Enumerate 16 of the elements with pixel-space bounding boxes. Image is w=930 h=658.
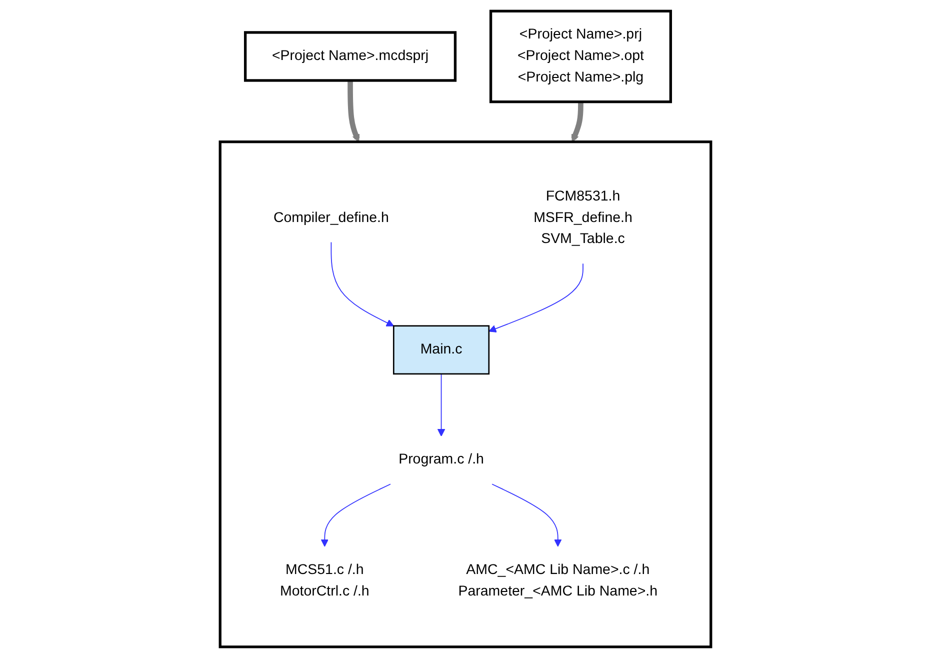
arrow xyxy=(347,80,360,142)
cluster xyxy=(218,140,712,648)
arrow xyxy=(488,263,583,332)
node-text: FCM8531.h MSFR_define.h SVM_Table.c xyxy=(533,188,632,247)
node-text: MCS51.c /.h MotorCtrl.c /.h xyxy=(279,562,369,599)
arrow xyxy=(436,373,445,436)
arrow xyxy=(491,484,562,547)
node-text: Program.c /.h xyxy=(398,452,484,468)
node-text: AMC_<AMC Lib Name>.c /.h Parameter_<AMC Lib Name>.h xyxy=(458,562,658,599)
arrow xyxy=(570,102,583,142)
node-box: <Project Name>.prj <Project Name>.opt <Project Name>.plg xyxy=(488,10,672,104)
node-box: Main.c xyxy=(392,325,490,375)
arrow xyxy=(330,242,394,326)
node-box: <Project Name>.mcdsprj xyxy=(243,31,456,82)
node-text: Compiler_define.h xyxy=(272,210,388,226)
arrow xyxy=(320,484,390,547)
